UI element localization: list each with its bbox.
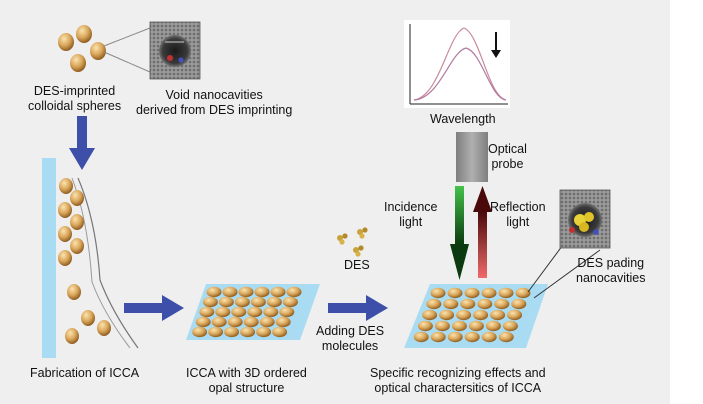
opal-sphere (279, 306, 295, 318)
opal-sphere (502, 320, 518, 332)
opal-sphere (202, 296, 218, 308)
specific-effects-label: Specific recognizing effects and optical… (370, 366, 546, 395)
opal-sphere (447, 331, 463, 343)
opal-array-icon (186, 284, 320, 340)
opal-sphere (426, 298, 442, 310)
opal-sphere (195, 316, 211, 328)
des-label: DES (344, 258, 370, 272)
opal-sphere (464, 331, 480, 343)
opal-sphere (238, 286, 254, 298)
callout-line (103, 51, 151, 73)
opal-sphere (498, 331, 514, 343)
reflection-light-arrow (473, 186, 492, 278)
right-arrow-icon (328, 295, 388, 321)
des-imprinted-spheres-label: DES-imprinted colloidal spheres (28, 84, 122, 113)
opal-sphere (250, 296, 266, 308)
meniscus-line (77, 177, 139, 349)
opal-sphere (259, 316, 275, 328)
right-arrow-icon (124, 295, 184, 321)
opal-sphere (443, 298, 459, 310)
down-arrow-icon (69, 116, 95, 170)
opal-sphere (481, 331, 497, 343)
opal-sphere (451, 320, 467, 332)
opal-sphere (243, 316, 259, 328)
opal-sphere (507, 309, 523, 321)
des-pading-inset-icon (559, 189, 611, 249)
incidence-light-arrow (450, 186, 469, 280)
opal-sphere (439, 309, 455, 321)
opal-sphere (270, 286, 286, 298)
opal-sphere (263, 306, 279, 318)
opal-sphere (286, 286, 302, 298)
des-molecule-icon (337, 227, 368, 257)
opal-sphere (282, 296, 298, 308)
opal-sphere (481, 287, 497, 299)
assembling-spheres (58, 178, 111, 344)
reflection-light-label: Reflection light (490, 200, 546, 229)
opal-sphere (266, 296, 282, 308)
icca-opal-label: ICCA with 3D ordered opal structure (186, 366, 307, 395)
opal-sphere (485, 320, 501, 332)
opal-sphere (215, 306, 231, 318)
opal-sphere (192, 326, 208, 338)
opal-sphere (460, 298, 476, 310)
opal-sphere (468, 320, 484, 332)
callout-line (103, 27, 151, 47)
optical-probe-icon (456, 132, 488, 182)
opal-sphere (256, 326, 272, 338)
opal-sphere (498, 287, 514, 299)
opal-sphere (422, 309, 438, 321)
opal-sphere (240, 326, 256, 338)
opal-sphere (430, 287, 446, 299)
opal-sphere (272, 326, 288, 338)
opal-sphere (206, 286, 222, 298)
void-nanocavities-label: Void nanocavities derived from DES impri… (136, 88, 293, 117)
opal-sphere (234, 296, 250, 308)
opal-sphere (224, 326, 240, 338)
des-pading-label: DES pading nanocavities (576, 256, 646, 285)
opal-sphere (247, 306, 263, 318)
diagram-panel (0, 0, 670, 404)
opal-sphere (211, 316, 227, 328)
opal-sphere (494, 298, 510, 310)
opal-array-icon (404, 284, 548, 348)
opal-sphere (464, 287, 480, 299)
opal-sphere (417, 320, 433, 332)
opal-sphere (511, 298, 527, 310)
opal-sphere (218, 296, 234, 308)
optical-probe-label: Optical probe (488, 142, 527, 171)
wavelength-label: Wavelength (430, 112, 496, 126)
opal-sphere (434, 320, 450, 332)
incidence-light-label: Incidence light (384, 200, 438, 229)
opal-sphere (275, 316, 291, 328)
opal-sphere (477, 298, 493, 310)
opal-sphere (222, 286, 238, 298)
sphere-cluster-icon (58, 25, 106, 72)
opal-sphere (490, 309, 506, 321)
opal-sphere (447, 287, 463, 299)
fabrication-label: Fabrication of ICCA (30, 366, 140, 380)
opal-sphere (208, 326, 224, 338)
opal-sphere (456, 309, 472, 321)
opal-sphere (430, 331, 446, 343)
adding-des-label: Adding DES molecules (316, 324, 385, 353)
opal-sphere (199, 306, 215, 318)
opal-sphere (231, 306, 247, 318)
opal-sphere (254, 286, 270, 298)
opal-sphere (473, 309, 489, 321)
opal-sphere (413, 331, 429, 343)
vertical-substrate (42, 158, 56, 358)
callout-line (533, 249, 601, 299)
opal-sphere (515, 287, 531, 299)
nanocavity-inset-icon (149, 21, 201, 80)
spectrum-plot-icon (404, 20, 510, 108)
opal-sphere (227, 316, 243, 328)
